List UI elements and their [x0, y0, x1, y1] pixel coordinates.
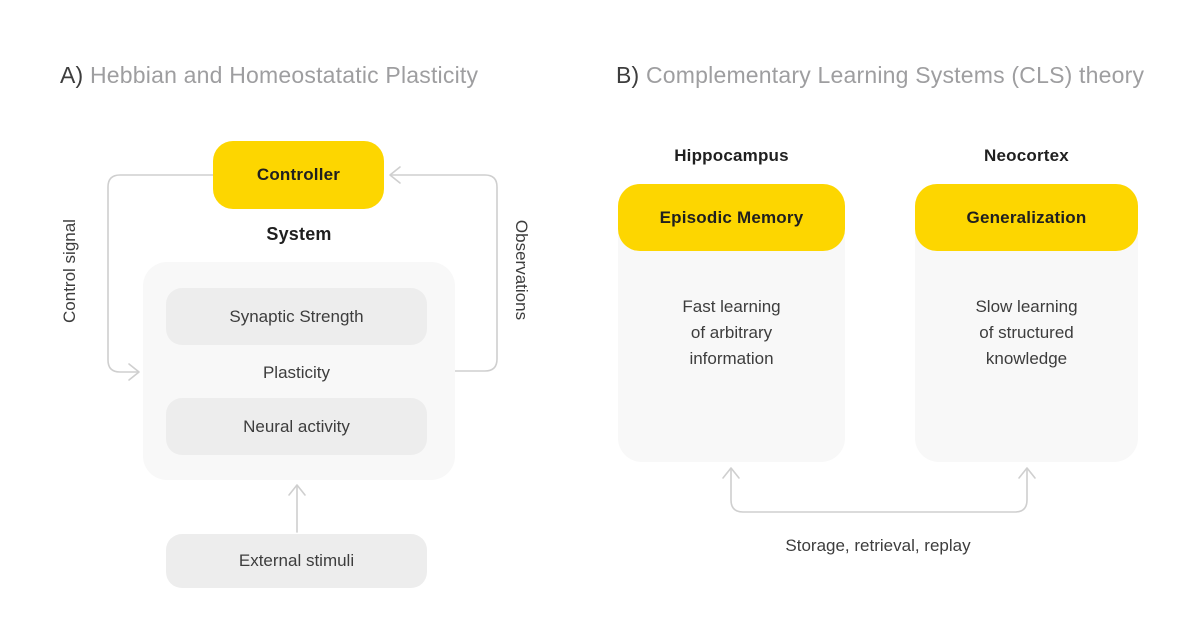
panel-a-title: A) Hebbian and Homeostatatic Plasticity [60, 62, 478, 89]
synaptic-strength-box: Synaptic Strength [166, 288, 427, 345]
panel-b-title-text: Complementary Learning Systems (CLS) the… [639, 62, 1145, 88]
observations-label: Observations [512, 219, 531, 321]
generalization-label: Generalization [966, 207, 1087, 227]
generalization-box: Generalization [915, 184, 1138, 251]
controller-box: Controller [213, 141, 384, 209]
external-stimuli-label: External stimuli [238, 551, 355, 570]
storage-replay-arrowhead-left [722, 467, 740, 479]
panel-a-title-text: Hebbian and Homeostatatic Plasticity [83, 62, 479, 88]
neocortex-header: Neocortex [984, 146, 1069, 165]
stimuli-up-arrowhead [288, 484, 306, 496]
storage-replay-label: Storage, retrieval, replay [785, 536, 971, 555]
hippocampus-header: Hippocampus [674, 146, 789, 165]
hippocampus-body-text: Fast learning of arbitrary information [682, 297, 781, 368]
episodic-memory-label: Episodic Memory [659, 207, 804, 227]
storage-replay-line [730, 469, 1028, 513]
control-signal-arrowhead [128, 363, 140, 381]
panel-b-title-prefix: B) [616, 62, 640, 88]
external-stimuli-box: External stimuli [166, 534, 427, 588]
panel-a-title-prefix: A) [60, 62, 84, 88]
neural-activity-label: Neural activity [243, 416, 350, 436]
panel-b-title: B) Complementary Learning Systems (CLS) … [616, 62, 1144, 89]
system-label: System [266, 224, 332, 244]
synaptic-strength-label: Synaptic Strength [229, 306, 364, 326]
control-signal-label: Control signal [60, 219, 79, 323]
episodic-memory-box: Episodic Memory [618, 184, 845, 251]
controller-label: Controller [256, 165, 341, 184]
plasticity-label: Plasticity [262, 363, 331, 382]
neural-activity-box: Neural activity [166, 398, 427, 455]
neocortex-body-text: Slow learning of structured knowledge [975, 297, 1078, 368]
observations-arrowhead [389, 166, 401, 184]
storage-replay-arrowhead-right [1018, 467, 1036, 479]
